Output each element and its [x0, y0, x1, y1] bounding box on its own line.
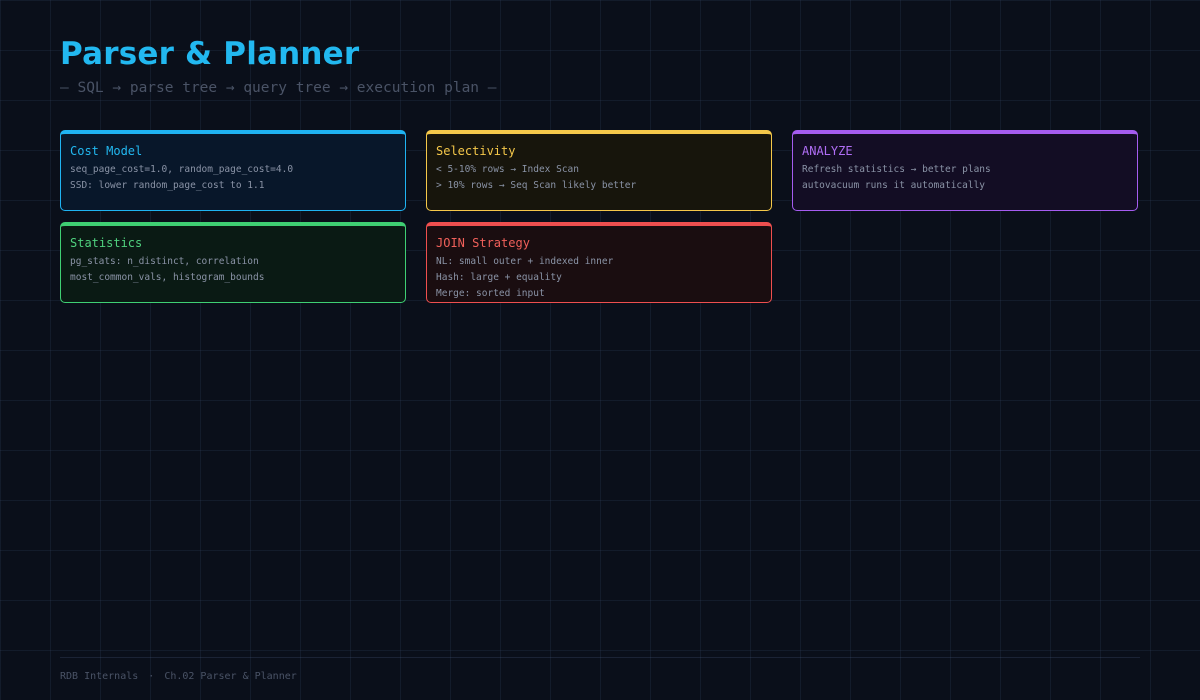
selectivity-card: Selectivity < 5-10% rows → Index Scan > …	[426, 130, 772, 211]
analyze-line: Refresh statistics → better plans	[802, 164, 991, 175]
cost-model-line: seq_page_cost=1.0, random_page_cost=4.0	[70, 164, 294, 175]
join-strategy-line: Merge: sorted input	[436, 288, 545, 299]
cost-model-title: Cost Model	[70, 144, 143, 158]
join-strategy-line: NL: small outer + indexed inner	[436, 256, 614, 267]
footer-chapter: Ch.02 Parser & Planner	[164, 671, 297, 682]
footer: RDB Internals · Ch.02 Parser & Planner	[60, 671, 297, 682]
footer-separator: ·	[148, 671, 155, 682]
selectivity-line: < 5-10% rows → Index Scan	[436, 164, 579, 175]
footer-series: RDB Internals	[60, 671, 139, 682]
join-strategy-card: JOIN Strategy NL: small outer + indexed …	[426, 222, 772, 303]
page-title: Parser & Planner	[60, 36, 360, 72]
selectivity-title: Selectivity	[436, 144, 516, 158]
statistics-line: pg_stats: n_distinct, correlation	[70, 256, 259, 267]
join-strategy-title: JOIN Strategy	[436, 236, 530, 250]
statistics-line: most_common_vals, histogram_bounds	[70, 272, 265, 283]
statistics-title: Statistics	[70, 236, 143, 250]
cost-model-line: SSD: lower random_page_cost to 1.1	[70, 180, 265, 191]
analyze-card: ANALYZE Refresh statistics → better plan…	[792, 130, 1138, 211]
join-strategy-line: Hash: large + equality	[436, 272, 562, 283]
selectivity-line: > 10% rows → Seq Scan likely better	[436, 180, 637, 191]
cost-model-card: Cost Model seq_page_cost=1.0, random_pag…	[60, 130, 406, 211]
page-subtitle: — SQL → parse tree → query tree → execut…	[60, 80, 497, 96]
analyze-line: autovacuum runs it automatically	[802, 180, 986, 191]
statistics-card: Statistics pg_stats: n_distinct, correla…	[60, 222, 406, 303]
analyze-title: ANALYZE	[802, 144, 853, 158]
footer-divider	[60, 657, 1140, 658]
